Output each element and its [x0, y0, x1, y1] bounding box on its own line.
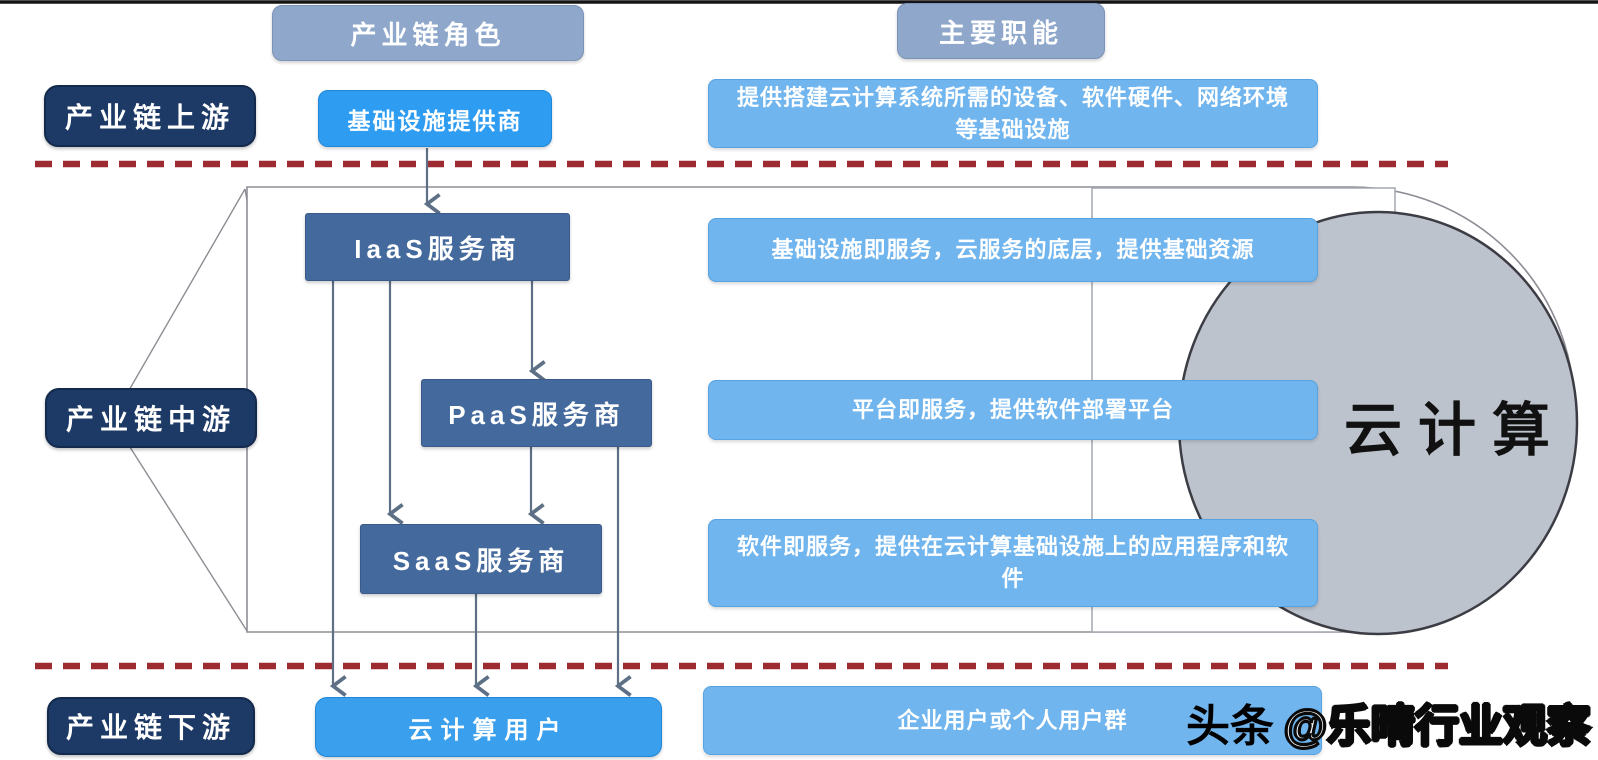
node-infrastructure-provider: 基础设施提供商: [318, 90, 552, 147]
cloud-computing-label: 云计算: [1343, 396, 1566, 464]
desc-iaas: 基础设施即服务，云服务的底层，提供基础资源: [708, 218, 1318, 282]
stage-downstream-label: 产业链下游: [47, 697, 255, 755]
node-cloud-users: 云计算用户: [315, 697, 662, 757]
node-saas-provider: SaaS服务商: [360, 524, 602, 594]
node-iaas-provider: IaaS服务商: [305, 213, 570, 281]
desc-infrastructure: 提供搭建云计算系统所需的设备、软件硬件、网络环境等基础设施: [708, 79, 1318, 148]
stage-midstream-label: 产业链中游: [45, 388, 257, 448]
watermark: 头条 @乐晴行业观察: [1186, 690, 1592, 754]
node-paas-provider: PaaS服务商: [421, 379, 652, 447]
watermark-brand: 头条: [1186, 702, 1274, 751]
desc-paas: 平台即服务，提供软件部署平台: [708, 380, 1318, 440]
stage-upstream-label: 产业链上游: [44, 85, 256, 147]
watermark-handle: @乐晴行业观察: [1283, 701, 1592, 753]
header-industry-chain-role: 产业链角色: [272, 5, 584, 61]
desc-users: 企业用户或个人用户群: [703, 686, 1322, 755]
connector-arrows: [329, 148, 632, 697]
header-main-function: 主要职能: [897, 3, 1105, 59]
desc-saas: 软件即服务，提供在云计算基础设施上的应用程序和软件: [708, 519, 1318, 607]
